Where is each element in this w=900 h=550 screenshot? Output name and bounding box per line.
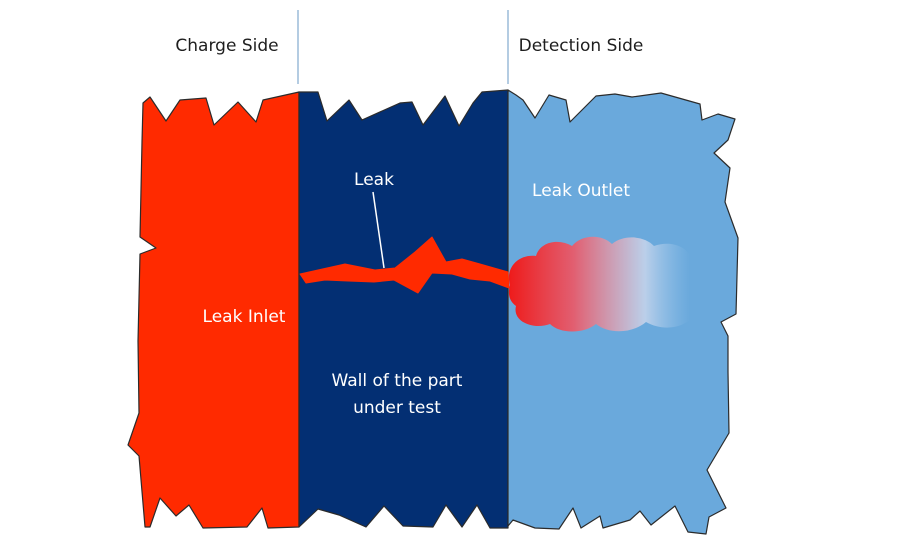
detection-side-label: Detection Side [519, 36, 644, 56]
leak-path [299, 236, 510, 294]
wall-label-line-2: under test [353, 398, 441, 418]
charge-side-label: Charge Side [175, 36, 278, 56]
gas-cloud [508, 236, 692, 332]
leak-inlet-label: Leak Inlet [203, 307, 286, 327]
wall-region [298, 89, 509, 529]
leak-outlet-label: Leak Outlet [532, 181, 630, 201]
charge-side-region [127, 91, 300, 529]
leak-label: Leak [354, 170, 394, 190]
wall-label-line-1: Wall of the part [332, 371, 463, 391]
leak-leader-line [372, 191, 385, 269]
